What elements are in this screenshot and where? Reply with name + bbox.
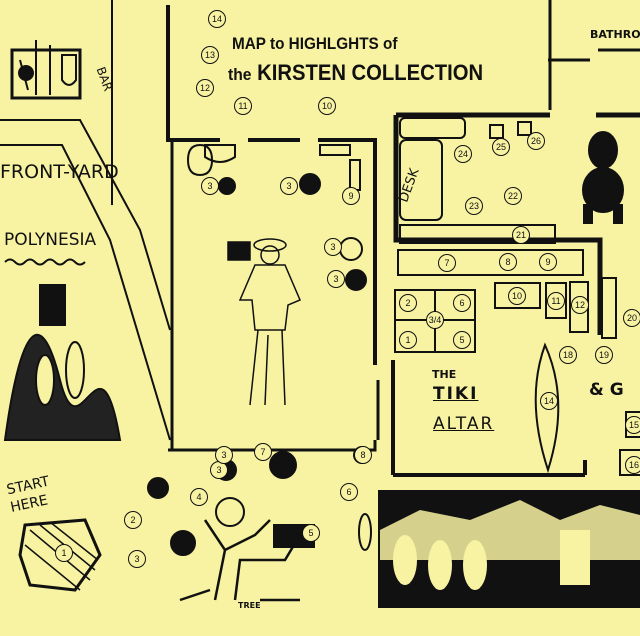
- exhibit-marker: 7: [438, 254, 456, 272]
- exhibit-marker: 2: [124, 511, 142, 529]
- exhibit-marker: 11: [547, 292, 565, 310]
- exhibit-marker: 18: [559, 346, 577, 364]
- exhibit-marker: 7: [254, 443, 272, 461]
- ampersand-label: & G: [589, 380, 624, 400]
- exhibit-marker: 1: [55, 544, 73, 562]
- exhibit-marker: 1: [399, 331, 417, 349]
- exhibit-marker: 6: [340, 483, 358, 501]
- exhibit-marker: 3: [324, 238, 342, 256]
- exhibit-marker: 5: [453, 331, 471, 349]
- tree-label: TREE: [238, 601, 261, 610]
- title-prefix: the: [228, 65, 252, 84]
- exhibit-marker: 21: [512, 226, 530, 244]
- exhibit-marker: 12: [196, 79, 214, 97]
- exhibit-marker: 5: [302, 524, 320, 542]
- bar-box: [10, 48, 82, 100]
- bathroom-label: BATHRO: [590, 28, 640, 41]
- exhibit-marker: 25: [492, 138, 510, 156]
- exhibit-marker: 8: [354, 446, 372, 464]
- map-title-line1: MAP to HIGHLGHTS of: [232, 34, 398, 53]
- exhibit-marker: 11: [234, 97, 252, 115]
- exhibit-marker: 8: [499, 253, 517, 271]
- exhibit-marker: 23: [465, 197, 483, 215]
- polynesia-illustration: [3, 284, 122, 441]
- exhibit-marker: 3: [327, 270, 345, 288]
- exhibit-marker: 3: [201, 177, 219, 195]
- start-circle: [18, 518, 102, 592]
- exhibit-marker: 4: [190, 488, 208, 506]
- exhibit-marker: 26: [527, 132, 545, 150]
- exhibit-marker: 10: [508, 287, 526, 305]
- exhibit-marker: 9: [342, 187, 360, 205]
- exhibit-marker: 19: [595, 346, 613, 364]
- explorer-figure: [227, 238, 301, 406]
- frontyard-label: FRONT-YARD: [0, 161, 119, 183]
- tiki-statue: [582, 131, 624, 224]
- exhibit-marker: 15: [625, 416, 640, 434]
- exhibit-marker: 16: [625, 456, 640, 474]
- mural: [378, 490, 640, 608]
- exhibit-marker: 20: [623, 309, 640, 327]
- wave: [4, 258, 86, 266]
- exhibit-marker: 22: [504, 187, 522, 205]
- canoe: [534, 342, 560, 474]
- road: [0, 119, 171, 441]
- polynesia-label: POLYNESIA: [4, 230, 97, 250]
- exhibit-marker: 14: [208, 10, 226, 28]
- tree: [179, 519, 302, 602]
- tiki-label: TIKI: [433, 384, 479, 404]
- exhibit-marker: 3: [128, 550, 146, 568]
- the-label: THE: [432, 368, 457, 381]
- exhibit-marker: 12: [571, 296, 589, 314]
- exhibit-marker: 13: [201, 46, 219, 64]
- exhibit-marker: 10: [318, 97, 336, 115]
- exhibit-marker: 3: [280, 177, 298, 195]
- exhibit-marker: 24: [454, 145, 472, 163]
- exhibit-marker: 2: [399, 294, 417, 312]
- exhibit-marker: 9: [539, 253, 557, 271]
- exhibit-marker: 6: [453, 294, 471, 312]
- exhibit-marker: 3/4: [426, 311, 444, 329]
- exhibit-marker: 3: [215, 446, 233, 464]
- exhibit-marker: 14: [540, 392, 558, 410]
- title-main: KIRSTEN COLLECTION: [257, 60, 484, 85]
- map-title-line2: the KIRSTEN COLLECTION: [228, 60, 483, 86]
- altar-label: ALTAR: [433, 414, 495, 434]
